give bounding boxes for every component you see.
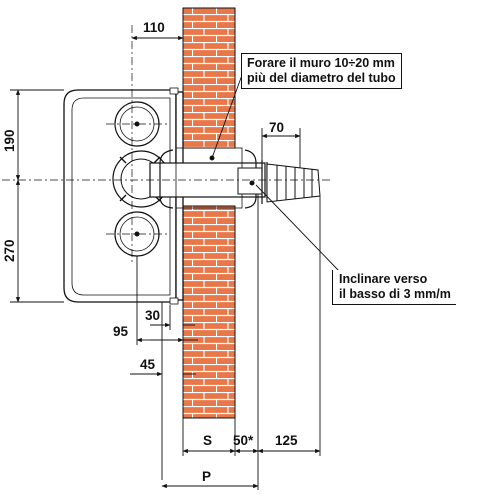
dim-70: 70: [269, 120, 284, 135]
tilt-note-line-2: il basso di 3 mm/m: [339, 287, 451, 301]
dim-95: 95: [113, 324, 129, 339]
leader-lines: [209, 74, 341, 273]
center-lines: [2, 25, 330, 265]
dim-125: 125: [275, 433, 298, 448]
dim-270: 270: [2, 239, 17, 262]
tilt-note-box: Inclinare verso il basso di 3 mm/m: [332, 270, 456, 305]
dim-45: 45: [140, 357, 156, 372]
dim-p: P: [202, 469, 211, 484]
drill-note-line-2: più del diametro del tubo: [247, 71, 396, 85]
flue-terminal: [266, 163, 321, 203]
dimension-lines: [10, 35, 321, 490]
flue-pipe: [149, 147, 268, 209]
drill-note-box: Forare il muro 10÷20 mm più del diametro…: [241, 53, 402, 89]
dim-s: S: [203, 433, 212, 448]
brick-wall: [182, 7, 236, 419]
tilt-note-line-1: Inclinare verso: [339, 272, 428, 286]
dim-50: 50*: [233, 433, 254, 448]
dimension-labels: 110 190 270 70 30 95 45 S 50* 125 P: [2, 20, 298, 484]
dim-190: 190: [2, 129, 17, 152]
drill-note-line-1: Forare il muro 10÷20 mm: [247, 56, 395, 70]
dim-110: 110: [143, 20, 165, 35]
dim-30: 30: [145, 308, 160, 323]
